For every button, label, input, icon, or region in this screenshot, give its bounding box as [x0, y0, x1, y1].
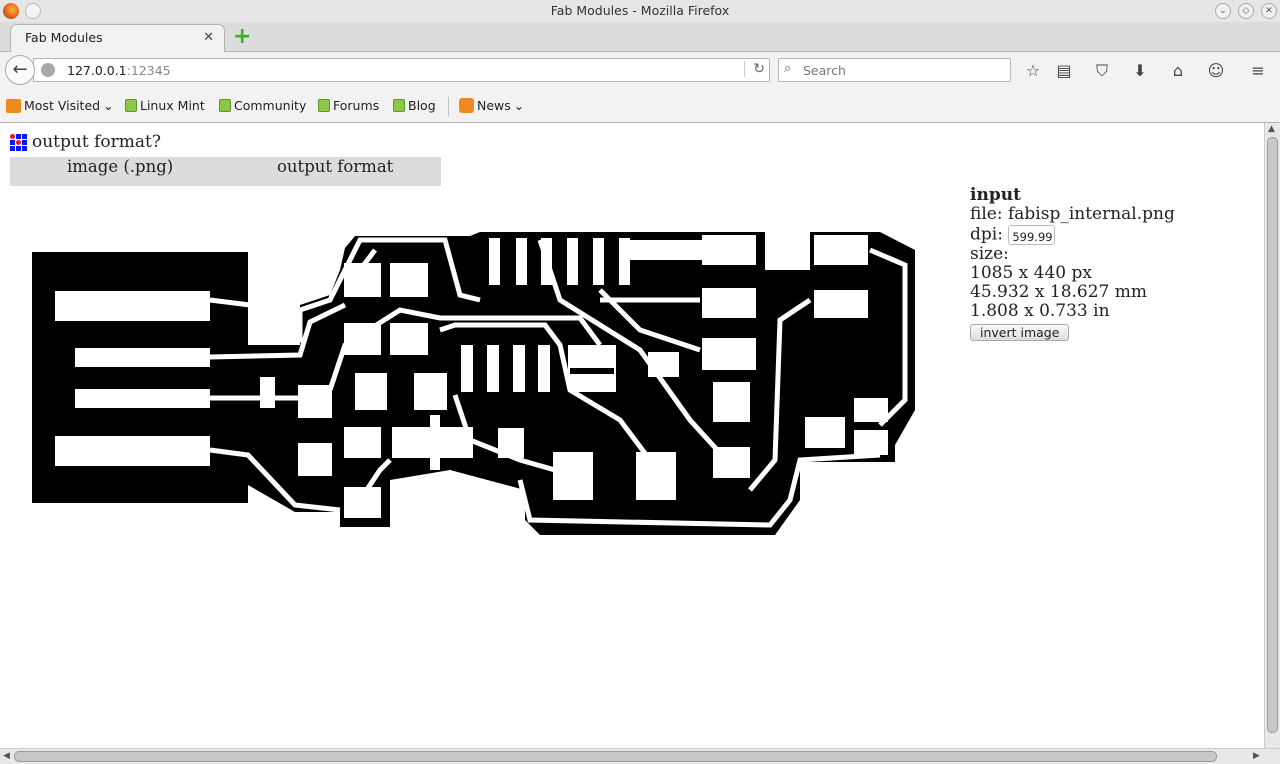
input-format-menu[interactable]: image (.png) [67, 157, 174, 176]
bookmark-label: Forums [333, 98, 380, 113]
bookmark-news[interactable]: News⌄ [459, 98, 524, 113]
tab-fab-modules[interactable]: Fab Modules ✕ [10, 24, 225, 53]
chevron-down-icon: ⌄ [513, 98, 525, 113]
bookmark-most-visited[interactable]: Most Visited⌄ [6, 98, 114, 113]
mint-icon [393, 99, 405, 112]
mint-icon [318, 99, 330, 112]
window-menu-button[interactable] [25, 3, 41, 19]
fab-modules-logo-icon [10, 133, 27, 151]
url-bar[interactable]: 127.0.0.1:12345 ↻ [33, 58, 770, 82]
bookmark-community[interactable]: Community [219, 98, 306, 113]
bookmarks-toolbar: Most Visited⌄ Linux Mint Community Forum… [0, 91, 1280, 123]
file-name: file: fabisp_internal.png [970, 204, 1175, 225]
url-text[interactable]: 127.0.0.1:12345 [67, 63, 171, 78]
firefox-logo-icon [3, 3, 19, 19]
window-title: Fab Modules - Mozilla Firefox [550, 3, 730, 18]
folder-icon [6, 98, 21, 113]
close-window-button[interactable]: ✕ [1261, 3, 1277, 19]
output-format-menu[interactable]: output format [277, 157, 394, 176]
url-host: 127.0.0.1 [67, 63, 127, 78]
chat-icon[interactable]: ☺ [1207, 61, 1225, 80]
size-px: 1085 x 440 px [970, 262, 1092, 283]
window-titlebar: Fab Modules - Mozilla Firefox ⌄ ◇ ✕ [0, 0, 1280, 22]
tab-label: Fab Modules [25, 30, 103, 45]
chevron-down-icon: ⌄ [103, 98, 114, 113]
tab-close-icon[interactable]: ✕ [203, 30, 214, 45]
bookmark-label: Blog [408, 98, 436, 113]
globe-icon [41, 63, 55, 77]
search-placeholder: Search [803, 63, 846, 78]
bookmark-label: Most Visited [24, 98, 101, 113]
bookmark-label: News [477, 98, 511, 113]
back-button[interactable]: ← [5, 55, 35, 85]
component-pads [260, 235, 888, 518]
new-tab-button[interactable]: + [233, 24, 252, 49]
mint-icon [219, 99, 231, 112]
input-info-panel: input file: fabisp_internal.png dpi: 599… [970, 185, 1175, 342]
scroll-right-icon[interactable]: ▶ [1253, 751, 1260, 761]
ic-pins-bottom [461, 345, 550, 392]
page-heading: output format? [10, 132, 161, 152]
bookmark-star-icon[interactable]: ☆ [1025, 61, 1041, 80]
dpi-input[interactable]: 599.99 [1008, 224, 1056, 245]
home-icon[interactable]: ⌂ [1172, 61, 1184, 80]
rss-icon [459, 98, 474, 113]
scroll-left-icon[interactable]: ◀ [3, 751, 10, 761]
downloads-icon[interactable]: ⬇ [1133, 61, 1147, 80]
horizontal-scrollbar[interactable]: ◀ ▶ [0, 748, 1280, 764]
isolation-traces [209, 237, 908, 528]
minimize-button[interactable]: ⌄ [1215, 3, 1231, 19]
menu-icon[interactable]: ≡ [1251, 61, 1265, 80]
vertical-scroll-thumb[interactable] [1267, 137, 1278, 733]
tab-strip: Fab Modules ✕ + [0, 22, 1280, 53]
size-in: 1.808 x 0.733 in [970, 301, 1110, 322]
module-menu-bar: image (.png) output format [10, 157, 441, 186]
bookmark-forums[interactable]: Forums [318, 98, 379, 113]
navigation-toolbar: 127.0.0.1:12345 ↻ ← ⌕ Search ☆ ▤ ⛉ ⬇ ⌂ ☺… [0, 52, 1280, 91]
horizontal-scroll-thumb[interactable] [14, 751, 1217, 762]
size-mm: 45.932 x 18.627 mm [970, 282, 1148, 303]
vertical-scrollbar[interactable]: ▲ [1264, 123, 1280, 748]
pocket-icon[interactable]: ⛉ [1095, 61, 1108, 80]
search-input[interactable]: ⌕ Search [778, 58, 1011, 82]
bookmark-separator [448, 97, 449, 117]
scroll-up-icon[interactable]: ▲ [1268, 124, 1275, 134]
page-content: output format? image (.png) output forma… [0, 123, 1264, 748]
reading-list-icon[interactable]: ▤ [1056, 61, 1072, 80]
bookmark-label: Community [234, 98, 307, 113]
bookmark-linux-mint[interactable]: Linux Mint [125, 98, 205, 113]
ic-pins-top [489, 238, 630, 285]
pad-bridge [570, 368, 614, 374]
size-label: size: [970, 243, 1009, 264]
info-title: input [970, 185, 1021, 205]
maximize-button[interactable]: ◇ [1238, 3, 1254, 19]
reload-icon[interactable]: ↻ [744, 61, 765, 77]
search-icon: ⌕ [784, 61, 792, 76]
bookmark-blog[interactable]: Blog [393, 98, 436, 113]
usb-pads [55, 291, 210, 466]
invert-image-button[interactable]: invert image [970, 323, 1070, 341]
heading-text: output format? [32, 132, 161, 152]
bookmark-label: Linux Mint [140, 98, 205, 113]
mint-icon [125, 99, 137, 112]
url-port: :12345 [126, 63, 171, 78]
pcb-image [32, 232, 915, 535]
dpi-label: dpi: [970, 224, 1003, 245]
